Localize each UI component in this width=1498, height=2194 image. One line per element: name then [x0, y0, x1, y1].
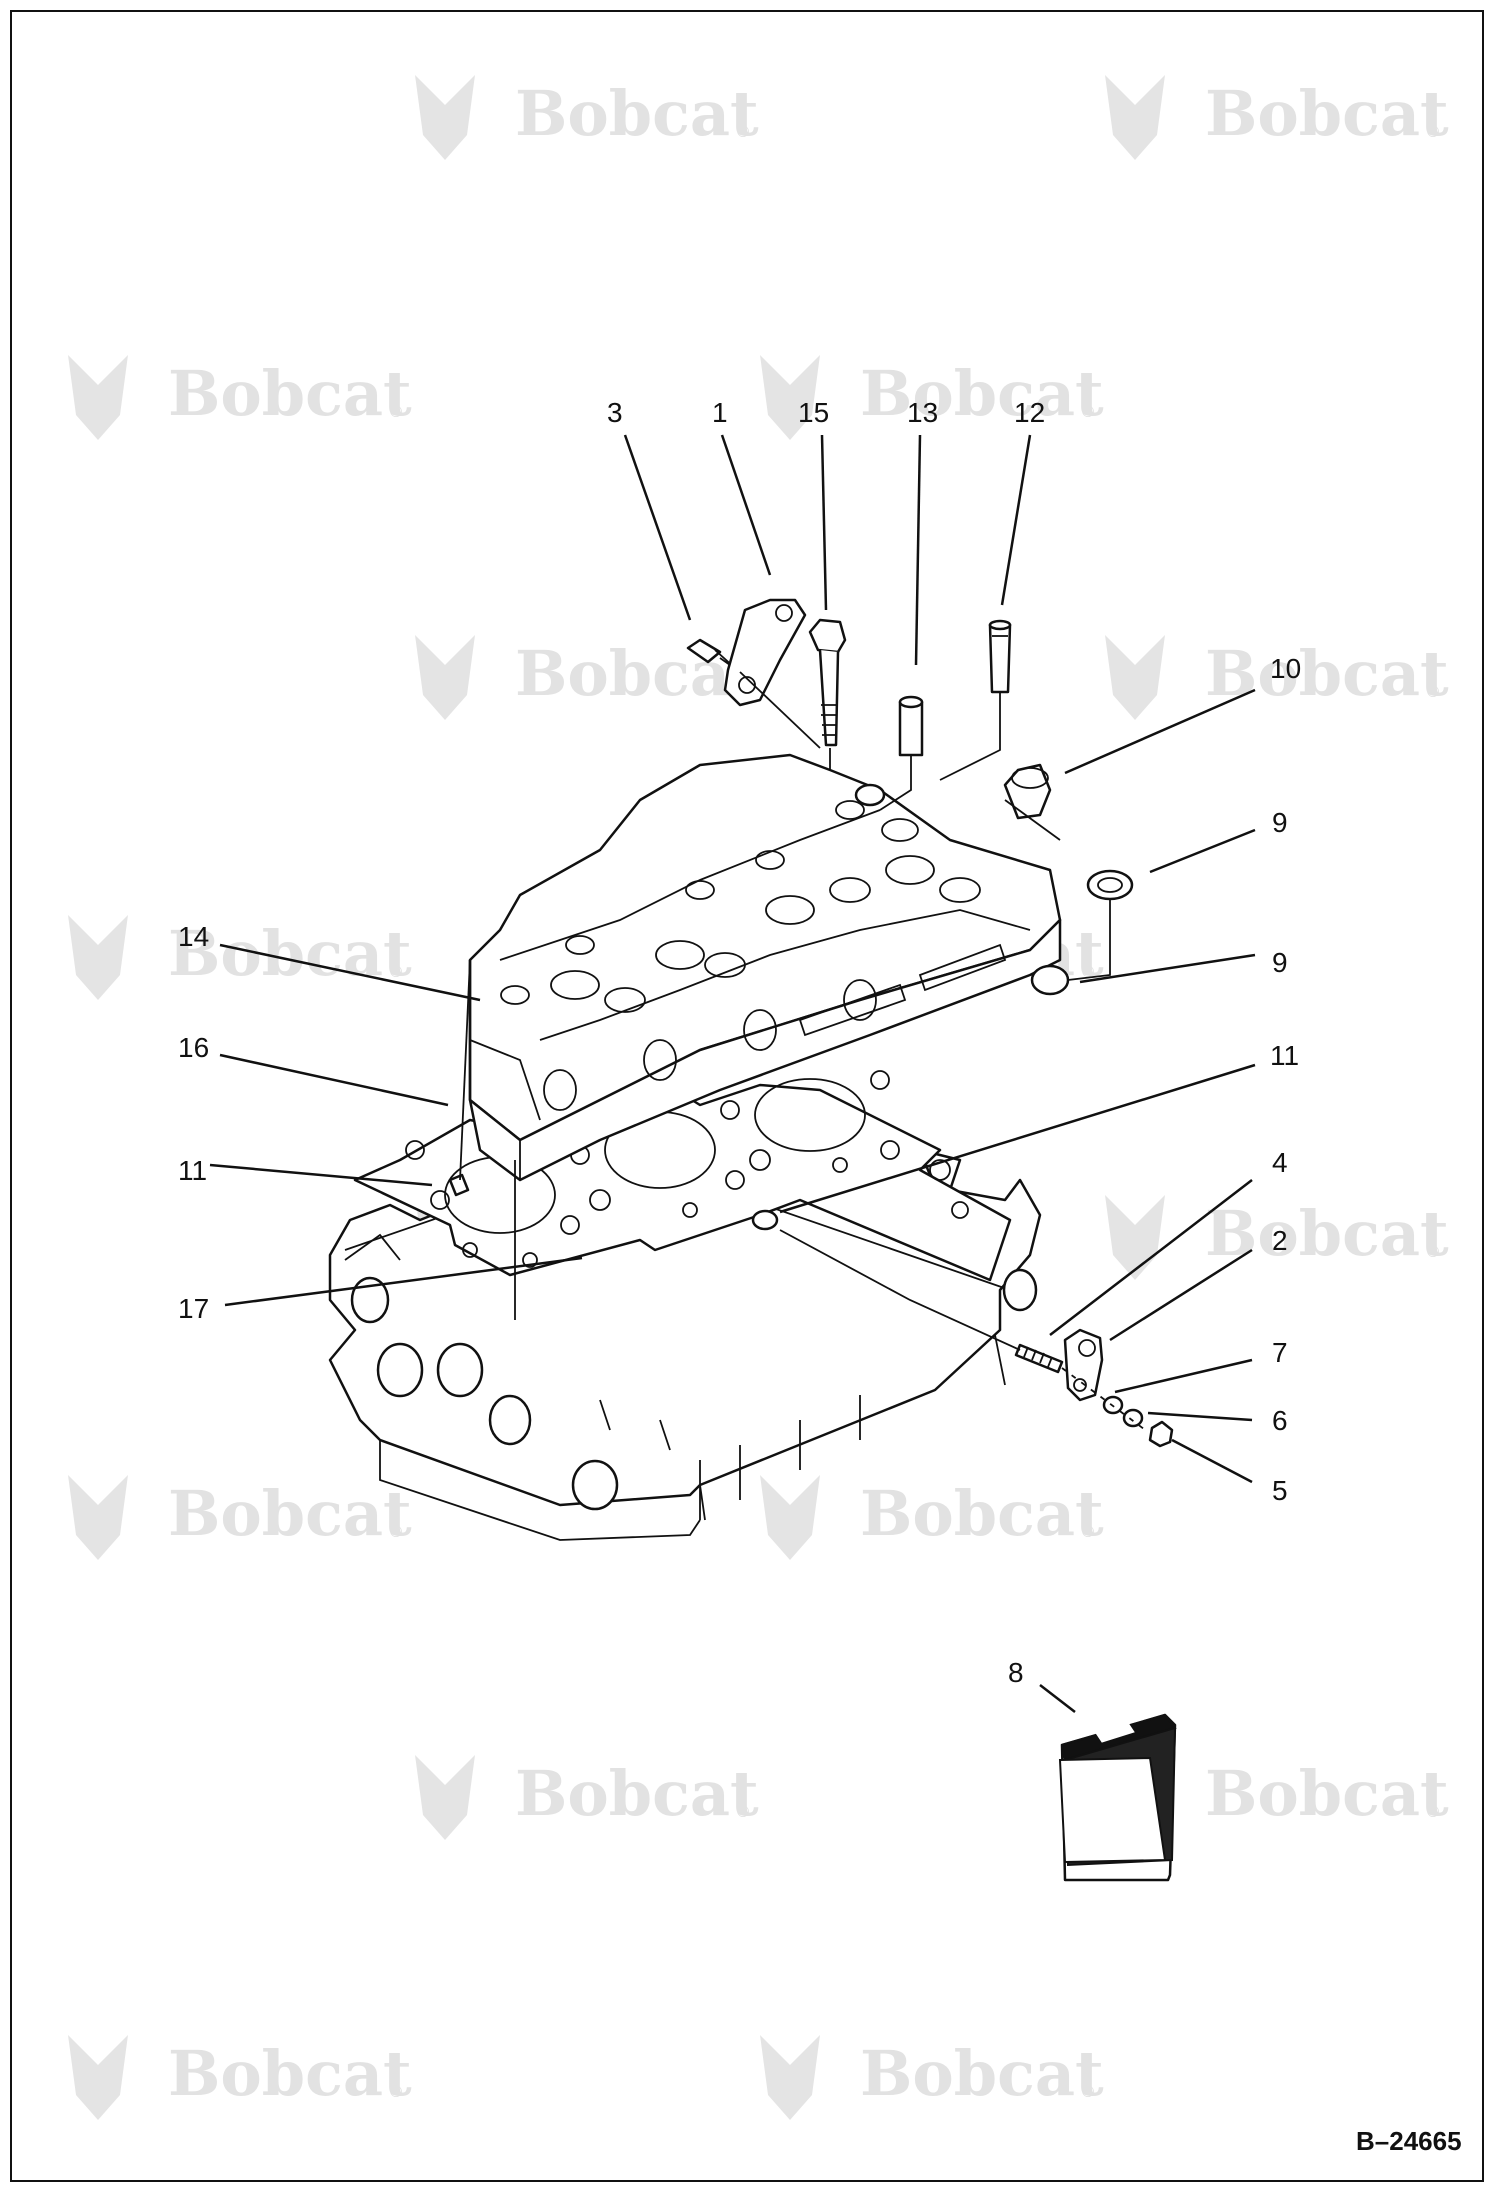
part-5-nut: [1148, 1420, 1174, 1448]
callout-11-left: 11: [178, 1155, 207, 1186]
callout-labels: 3 1 15 13 12 10 9 9 14 16 11 11 17 4 2 7…: [178, 397, 1301, 1688]
watermark-logo: Bobcat ®: [415, 635, 759, 720]
part-15-head-bolt: [808, 618, 847, 747]
callout-9-upper: 9: [1272, 807, 1288, 838]
watermark-logo: Bobcat ®: [760, 2035, 1104, 2120]
watermark-text: Bobcat: [168, 2037, 412, 2110]
watermark-reg: ®: [388, 402, 404, 421]
watermark-reg: ®: [1425, 122, 1441, 141]
watermark-reg: ®: [1425, 1802, 1441, 1821]
watermark-logo: Bobcat ®: [68, 1475, 412, 1560]
assembly-lines: [459, 671, 1149, 1433]
watermark-reg: ®: [1425, 682, 1441, 701]
part-12-pin: [988, 619, 1012, 694]
watermark-reg: ®: [388, 962, 404, 981]
part-2-bracket: [1063, 1328, 1104, 1402]
page-border: [10, 10, 1484, 2182]
watermark-reg: ®: [388, 2082, 404, 2101]
watermark-logo: Bobcat ®: [1105, 635, 1449, 720]
watermark-logo: Bobcat ®: [68, 2035, 412, 2120]
part-11-plug-center: [751, 1209, 779, 1231]
watermark-text: Bobcat: [168, 1477, 412, 1550]
part-4-stud: [1014, 1343, 1064, 1374]
callout-2: 2: [1272, 1225, 1288, 1256]
watermark-reg: ®: [1425, 1242, 1441, 1261]
callout-7: 7: [1272, 1337, 1288, 1368]
part-6-lockwasher: [1122, 1408, 1144, 1428]
watermark-text: Bobcat: [1205, 1757, 1449, 1830]
watermark-reg: ®: [388, 1522, 404, 1541]
callout-11-right: 11: [1270, 1040, 1299, 1071]
watermark-logo: Bobcat ®: [68, 355, 412, 440]
watermark-reg: ®: [1080, 2082, 1096, 2101]
part-13-sleeve: [898, 695, 924, 757]
watermark-text: Bobcat: [860, 357, 1104, 430]
callout-1: 1: [712, 397, 728, 428]
callout-15: 15: [798, 397, 829, 428]
watermark-text: Bobcat: [515, 637, 759, 710]
callout-6: 6: [1272, 1405, 1288, 1436]
part-10-plug: [1003, 763, 1052, 820]
watermark-layer: Bobcat ® Bobcat ® Bobcat ® Bobcat ® Bobc…: [68, 75, 1449, 2120]
watermark-logo: Bobcat ®: [415, 1755, 759, 1840]
part-11-plug-left: [448, 1173, 470, 1197]
watermark-text: Bobcat: [860, 2037, 1104, 2110]
cylinder-head: [468, 753, 1070, 1182]
watermark-logo: Bobcat ®: [1105, 75, 1449, 160]
watermark-reg: ®: [735, 122, 751, 141]
watermark-logo: Bobcat ®: [760, 355, 1104, 440]
watermark-reg: ®: [735, 1802, 751, 1821]
part-9-seal: [1086, 869, 1134, 901]
watermark-text: Bobcat: [860, 1477, 1104, 1550]
callout-3: 3: [607, 397, 623, 428]
callout-10: 10: [1270, 653, 1301, 684]
watermark-text: Bobcat: [1205, 77, 1449, 150]
callout-9-lower: 9: [1272, 947, 1288, 978]
watermark-logo: Bobcat ®: [68, 915, 412, 1000]
watermark-logo: Bobcat ®: [415, 75, 759, 160]
callout-5: 5: [1272, 1475, 1288, 1506]
leader-lines: [209, 434, 1256, 1713]
callout-8: 8: [1008, 1657, 1024, 1688]
part-8-gasket-kit: [1058, 1713, 1177, 1882]
watermark-logo: Bobcat ®: [760, 1475, 1104, 1560]
callout-13: 13: [907, 397, 938, 428]
callout-16: 16: [178, 1032, 209, 1063]
watermark-reg: ®: [1080, 1522, 1096, 1541]
callout-12: 12: [1014, 397, 1045, 428]
watermark-text: Bobcat: [1205, 637, 1449, 710]
callout-4: 4: [1272, 1147, 1288, 1178]
watermark-text: Bobcat: [168, 357, 412, 430]
watermark-text: Bobcat: [515, 1757, 759, 1830]
callout-14: 14: [178, 921, 209, 952]
reference-code: B–24665: [1356, 2126, 1462, 2156]
watermark-text: Bobcat: [1205, 1197, 1449, 1270]
callout-17: 17: [178, 1293, 209, 1324]
watermark-reg: ®: [1080, 402, 1096, 421]
part-1-lifting-bracket: [723, 598, 807, 707]
watermark-text: Bobcat: [515, 77, 759, 150]
